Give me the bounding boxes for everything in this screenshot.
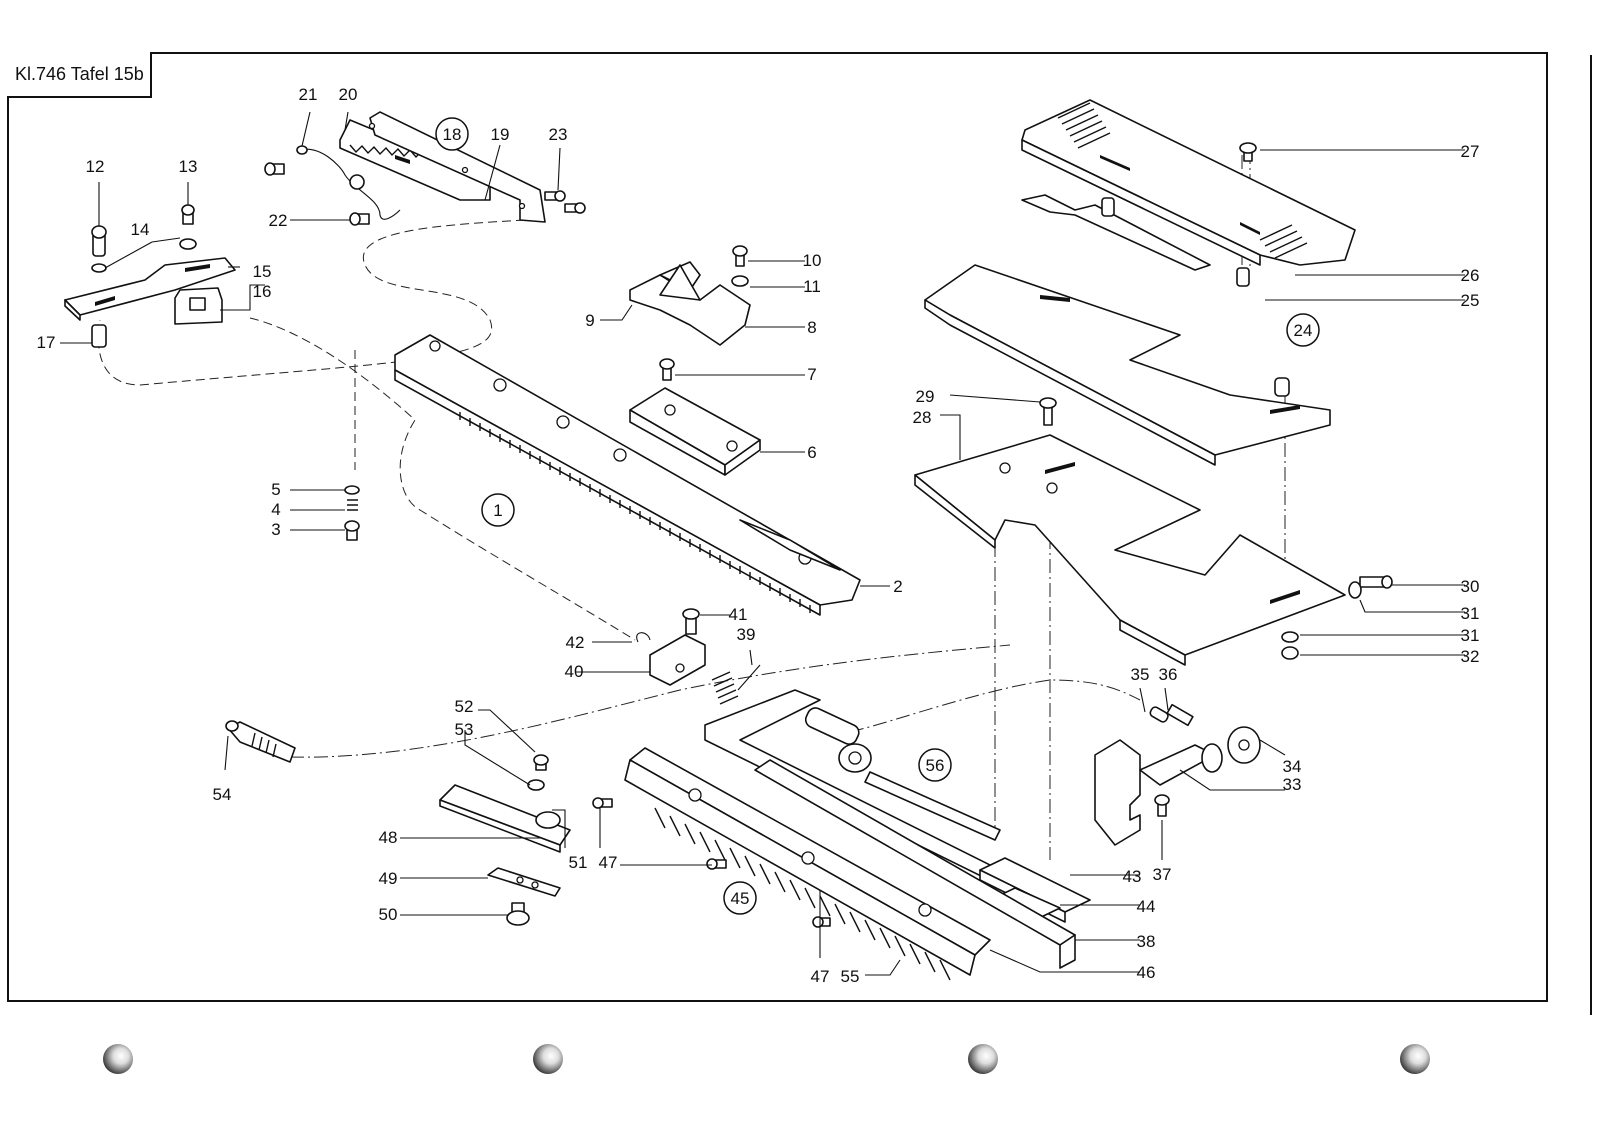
part-number-label: 9: [585, 311, 594, 330]
part-8-bracket: [629, 261, 751, 346]
part-number-label: 24: [1294, 321, 1313, 340]
part-number-label: 39: [737, 625, 756, 644]
screws-3-4-5-7-10-11: [344, 245, 749, 541]
part-number-label: 52: [455, 697, 474, 716]
part-callout-circle: [481, 493, 515, 527]
part-number-label: 31: [1461, 626, 1480, 645]
parts-48-to-53: [439, 754, 571, 926]
part-20-toothed-bar: [299, 111, 546, 223]
part-number-label: 22: [269, 211, 288, 230]
part-number-label: 50: [379, 905, 398, 924]
part-16-u-block: [174, 287, 223, 325]
part-number-label: 28: [913, 408, 932, 427]
part-number-label: 49: [379, 869, 398, 888]
part-number-label: 55: [841, 967, 860, 986]
part-number-label: 6: [807, 443, 816, 462]
binding-hole-icon: [533, 1044, 563, 1074]
part-number-label: 46: [1137, 963, 1156, 982]
part-callout-circle: [1286, 313, 1320, 347]
part-number-label: 12: [86, 157, 105, 176]
part-number-label: 43: [1123, 867, 1142, 886]
part-number-label: 29: [916, 387, 935, 406]
part-number-label: 20: [339, 85, 358, 104]
part-number-label: 19: [491, 125, 510, 144]
part-number-label: 1: [493, 501, 502, 520]
part-number-label: 23: [549, 125, 568, 144]
part-number-label: 4: [271, 500, 280, 519]
part-2-toothed-rail: [394, 334, 861, 616]
part-17-bushing: [91, 324, 107, 348]
part-callout-circle: [435, 117, 469, 151]
part-number-label: 40: [565, 662, 584, 681]
part-54-pin: [225, 720, 296, 763]
plate-title: Kl.746 Tafel 15b: [7, 52, 152, 98]
part-number-label: 47: [599, 853, 618, 872]
part-38-bar: [754, 759, 1076, 969]
part-56-yoke: [704, 689, 1091, 923]
part-28-base-plate: [914, 434, 1346, 666]
part-33-bracket: [1094, 703, 1261, 846]
part-number-label: 32: [1461, 647, 1480, 666]
binding-hole-icon: [1400, 1044, 1430, 1074]
screws-21-22-23: [264, 145, 586, 226]
part-number-label: 18: [443, 125, 462, 144]
part-number-label: 56: [926, 756, 945, 775]
part-number-label: 3: [271, 520, 280, 539]
adjacent-page-edge: [1590, 55, 1600, 1015]
part-number-label: 26: [1461, 266, 1480, 285]
part-number-label: 15: [253, 262, 272, 281]
part-number-label: 45: [731, 889, 750, 908]
part-number-label: 16: [253, 282, 272, 301]
part-15-lever: [64, 257, 236, 321]
part-number-label: 5: [271, 480, 280, 499]
part-number-label: 8: [807, 318, 816, 337]
part-number-label: 27: [1461, 142, 1480, 161]
plate-frame: [7, 52, 1548, 1002]
part-number-label: 54: [213, 785, 232, 804]
screws-12-13-14: [91, 204, 197, 273]
part-number-label: 11: [803, 277, 821, 296]
part-number-label: 34: [1283, 757, 1302, 776]
part-number-label: 25: [1461, 291, 1480, 310]
part-number-label: 17: [37, 333, 56, 352]
part-number-label: 37: [1153, 865, 1172, 884]
part-number-label: 31: [1461, 604, 1480, 623]
part-46-comb-bar: [592, 747, 991, 981]
part-number-label: 41: [729, 605, 748, 624]
leader-lines: [60, 111, 1465, 976]
part-number-label: 33: [1283, 775, 1302, 794]
part-number-label: 21: [299, 85, 318, 104]
part-number-label: 13: [179, 157, 198, 176]
part-25-large-plate: [924, 264, 1331, 466]
part-number-label: 42: [566, 633, 585, 652]
part-callout-circle: [723, 881, 757, 915]
part-number-label: 53: [455, 720, 474, 739]
part-6-plate: [629, 387, 761, 476]
binding-hole-icon: [103, 1044, 133, 1074]
part-number-label: 48: [379, 828, 398, 847]
screws-27-29-30-31-32: [1039, 142, 1393, 660]
part-number-label: 38: [1137, 932, 1156, 951]
part-number-label: 30: [1461, 577, 1480, 596]
part-callout-circle: [918, 748, 952, 782]
part-number-label: 47: [811, 967, 830, 986]
part-number-label: 7: [807, 365, 816, 384]
part-number-label: 14: [131, 220, 150, 239]
part-number-label: 44: [1137, 897, 1156, 916]
part-number-label: 35: [1131, 665, 1150, 684]
part-40-carrier: [636, 608, 761, 705]
part-number-label: 10: [803, 251, 822, 270]
part-number-label: 2: [893, 577, 902, 596]
part-number-label: 51: [569, 853, 588, 872]
part-number-label: 36: [1159, 665, 1178, 684]
binding-hole-icon: [968, 1044, 998, 1074]
part-26-top-cover: [1021, 99, 1356, 287]
